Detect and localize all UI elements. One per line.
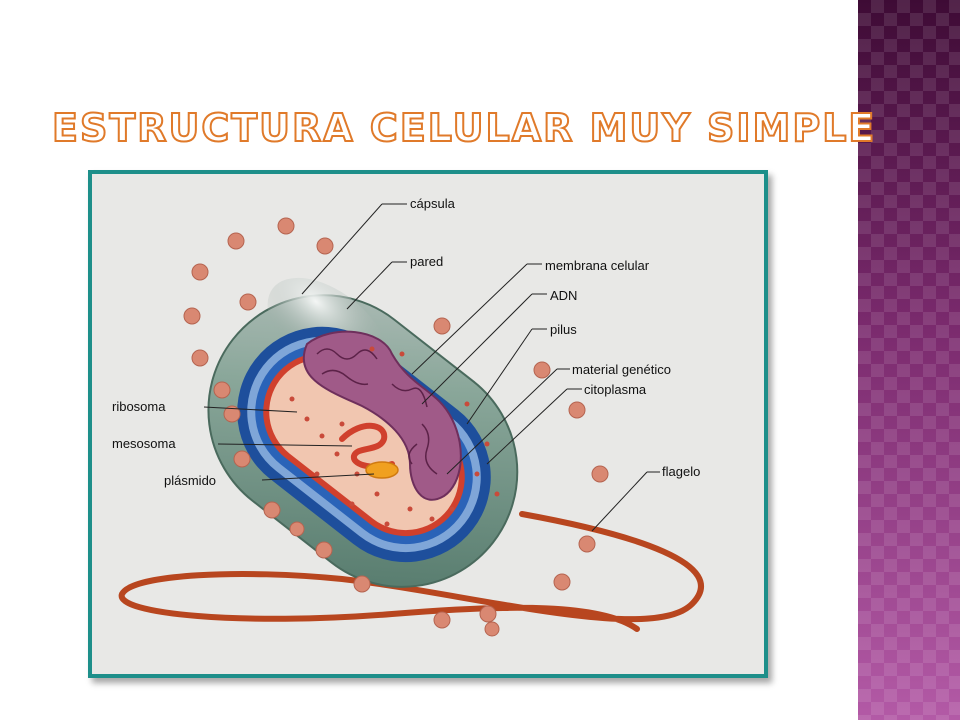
label-pared: pared xyxy=(410,254,443,269)
label-ribosoma: ribosoma xyxy=(112,399,166,414)
label-adn: ADN xyxy=(550,288,577,303)
pili xyxy=(183,217,609,637)
label-membrana-celular: membrana celular xyxy=(545,258,650,273)
label-material-genetico: material genético xyxy=(572,362,671,377)
label-citoplasma: citoplasma xyxy=(584,382,647,397)
cell-body xyxy=(207,277,519,588)
decorative-side-band xyxy=(858,0,960,720)
mesosome xyxy=(339,422,395,470)
bacteria-diagram: cápsula pared membrana celular ADN pilus… xyxy=(112,196,704,637)
leader-lines xyxy=(203,203,660,532)
label-capsula: cápsula xyxy=(410,196,456,211)
label-plasmido: plásmido xyxy=(164,473,216,488)
slide-title: Estructura celular muy simple xyxy=(51,105,877,151)
label-pilus: pilus xyxy=(550,322,577,337)
cytoplasm xyxy=(269,358,459,531)
label-flagelo: flagelo xyxy=(662,464,700,479)
bacteria-diagram-frame: cápsula pared membrana celular ADN pilus… xyxy=(88,170,768,678)
ribosomes xyxy=(289,346,500,527)
dna-coils xyxy=(316,348,438,475)
flagellum xyxy=(118,511,704,632)
plasmid xyxy=(365,461,399,479)
label-mesosoma: mesosoma xyxy=(112,436,176,451)
